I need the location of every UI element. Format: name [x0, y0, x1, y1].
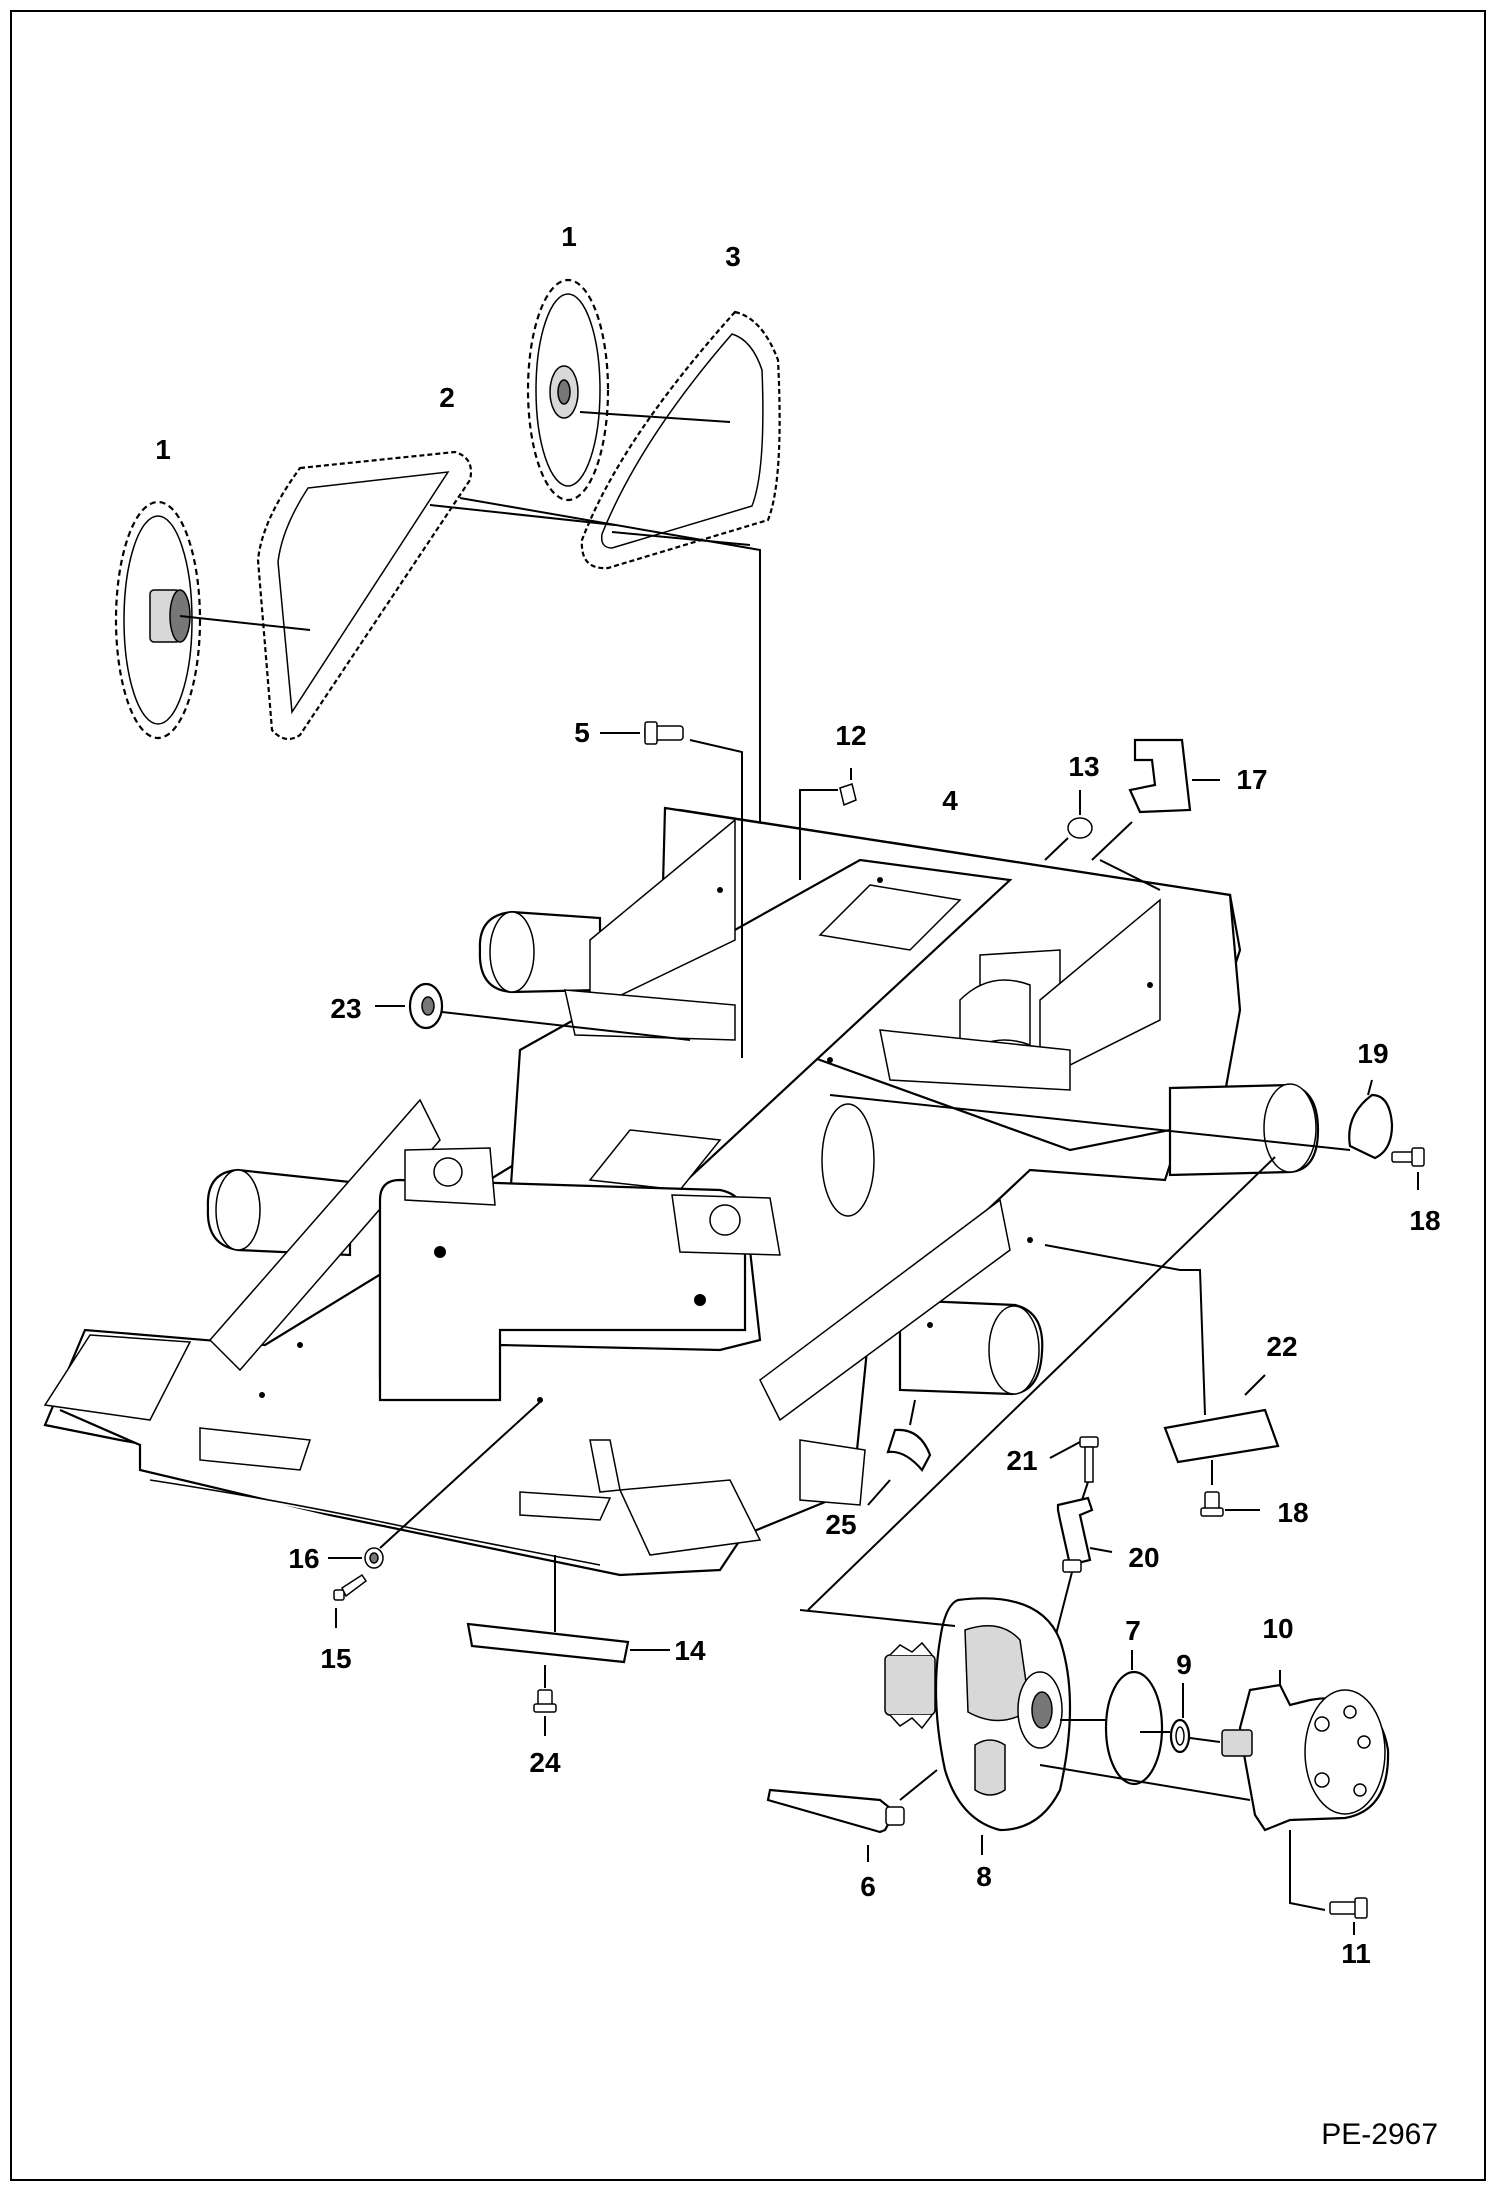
seal-9	[1169, 1718, 1191, 1754]
sprocket-left	[114, 500, 202, 740]
drive-chain-right	[580, 310, 781, 570]
bolt-18-right	[1391, 1147, 1425, 1167]
drive-chain-left	[256, 450, 473, 741]
callout-10: 10	[1262, 1613, 1293, 1644]
callout-labels: 1 1 2 3 4 5 6 7 8 9 10 11 12 13 14 15 16…	[155, 221, 1440, 1969]
bolt-21	[1079, 1436, 1099, 1483]
skid-bar-14	[466, 1622, 630, 1664]
callout-6: 6	[860, 1871, 876, 1902]
hydraulic-motor-10	[1221, 1683, 1390, 1832]
callout-16: 16	[288, 1543, 319, 1574]
bolt-24	[533, 1689, 557, 1713]
callout-14: 14	[674, 1635, 706, 1666]
cover-plate-22	[1163, 1408, 1280, 1464]
callout-18-right: 18	[1409, 1205, 1440, 1236]
callout-11: 11	[1341, 1938, 1371, 1969]
callout-12: 12	[835, 720, 866, 751]
callout-9: 9	[1176, 1649, 1192, 1680]
drawing-number: PE-2967	[1321, 2118, 1438, 2151]
drive-housing-8	[884, 1597, 1072, 1832]
fitting-20	[1056, 1496, 1094, 1573]
callout-1-right: 1	[561, 221, 577, 252]
bolt-5	[644, 721, 684, 745]
bolt-18-lower	[1200, 1491, 1224, 1517]
callout-15: 15	[320, 1643, 351, 1674]
bolt-11	[1329, 1897, 1368, 1919]
washer-16	[364, 1547, 384, 1569]
callout-25: 25	[825, 1509, 856, 1540]
callout-1-left: 1	[155, 434, 171, 465]
main-frame	[43, 806, 1320, 1577]
callout-7: 7	[1125, 1615, 1141, 1646]
callout-8: 8	[976, 1861, 992, 1892]
plug-13	[1067, 817, 1093, 839]
callout-24: 24	[529, 1747, 561, 1778]
callout-18-lower: 18	[1277, 1497, 1308, 1528]
callout-20: 20	[1128, 1542, 1159, 1573]
o-ring-7	[1104, 1670, 1164, 1786]
callout-5: 5	[574, 717, 590, 748]
grease-tube-6	[766, 1788, 905, 1834]
sprocket-right	[526, 278, 610, 502]
callout-23: 23	[330, 993, 361, 1024]
wear-strip-25	[886, 1428, 932, 1472]
callout-13: 13	[1068, 751, 1099, 782]
callout-22: 22	[1266, 1331, 1297, 1362]
callout-17: 17	[1236, 764, 1267, 795]
wear-pad-17	[1128, 738, 1192, 814]
nut-12	[839, 783, 857, 807]
callout-19: 19	[1357, 1038, 1388, 1069]
callout-21: 21	[1006, 1445, 1037, 1476]
bolt-15	[333, 1573, 368, 1601]
cover-19	[1348, 1093, 1394, 1160]
drawing-frame	[10, 10, 1486, 2181]
callout-3: 3	[725, 241, 741, 272]
callout-2: 2	[439, 382, 455, 413]
washer-23	[408, 982, 444, 1030]
callout-4: 4	[942, 785, 958, 816]
